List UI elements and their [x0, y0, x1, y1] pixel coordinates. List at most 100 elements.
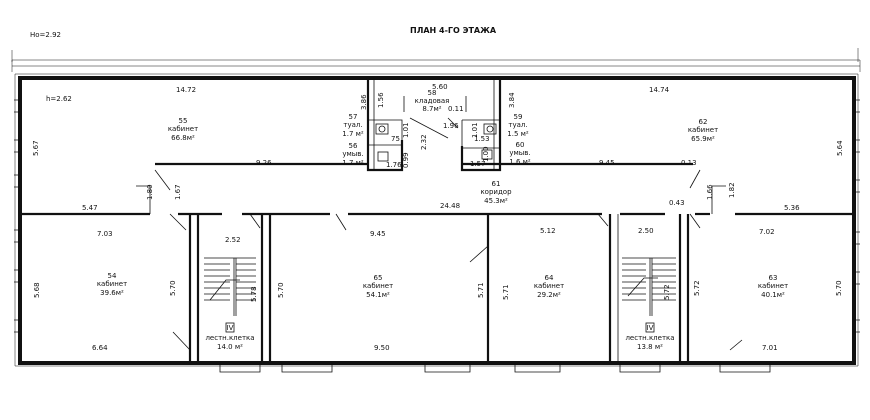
dim: 5.70 — [277, 282, 285, 298]
dim: 5.60 — [432, 83, 448, 91]
upper-walls — [155, 78, 693, 172]
room-area: 65.9м² — [691, 135, 715, 143]
room-number: 55 — [179, 117, 188, 125]
dim: 1.80 — [146, 184, 154, 200]
room-area: 54.1м² — [366, 291, 390, 299]
dim: 1.96 — [443, 122, 459, 130]
dim: 24.48 — [440, 202, 460, 210]
room-62: 62 кабинет 65.9м² — [688, 118, 718, 143]
dim: 9.50 — [374, 344, 390, 352]
dim: 1.76 — [386, 161, 402, 169]
room-area: 39.6м² — [100, 289, 124, 297]
stair-right — [622, 257, 676, 316]
room-name: умыв. — [342, 150, 363, 158]
room-57: 57 туал. 1.7 м² — [342, 113, 364, 138]
room-number: 64 — [545, 274, 554, 282]
dim: 6.64 — [92, 344, 108, 352]
dim: 9.26 — [256, 159, 272, 167]
room-number: 58 — [428, 89, 437, 97]
room-name: кабинет — [688, 126, 718, 134]
stair-area: 13.8 м² — [637, 343, 663, 351]
dim: 5.72 — [663, 284, 671, 300]
plan-title: ПЛАН 4-ГО ЭТАЖА — [410, 26, 497, 35]
room-area: 1.7 м² — [342, 130, 364, 138]
dim: 5.36 — [784, 204, 800, 212]
room-area: 45.3м² — [484, 197, 508, 205]
room-number: 65 — [374, 274, 383, 282]
room-number: 61 — [492, 180, 501, 188]
dim: 3.84 — [508, 92, 516, 108]
room-number: 54 — [108, 272, 117, 280]
room-54: 54 кабинет 39.6м² — [97, 272, 127, 297]
dim: 5.71 — [502, 284, 510, 300]
dim: 75 — [391, 135, 400, 143]
room-60: 60 умыв. 1.6 м² — [509, 141, 531, 166]
dim: 0.99 — [402, 152, 410, 168]
room-63: 63 кабинет 40.1м² — [758, 274, 788, 299]
room-name: коридор — [480, 188, 512, 196]
dim: 9.45 — [370, 230, 386, 238]
stair-name: лестн.клетка — [205, 334, 254, 342]
dim: 2.52 — [225, 236, 241, 244]
level-mark: Нo=2.92 — [30, 31, 61, 39]
roof-outline — [11, 48, 861, 72]
dim: 5.72 — [693, 280, 701, 296]
room-name: кабинет — [168, 125, 198, 133]
room-name: кладовая — [415, 97, 450, 105]
stair-number: IV — [647, 324, 654, 332]
room-number: 62 — [699, 118, 708, 126]
dim: 5.12 — [540, 227, 556, 235]
dim: 5.68 — [33, 282, 41, 298]
dim: 1.66 — [706, 184, 714, 200]
room-area: 8.7м² — [422, 105, 441, 113]
room-number: 56 — [349, 142, 358, 150]
room-area: 40.1м² — [761, 291, 785, 299]
corridor-walls — [20, 169, 854, 363]
room-59: 59 туал. 1.5 м² — [507, 113, 529, 138]
room-number: 57 — [349, 113, 358, 121]
door-swings — [169, 213, 743, 351]
room-number: 63 — [769, 274, 778, 282]
dim: 2.32 — [420, 134, 428, 150]
dim: 7.02 — [759, 228, 775, 236]
room-name: кабинет — [758, 282, 788, 290]
stair-number: IV — [227, 324, 234, 332]
room-area: 1.6 м² — [509, 158, 531, 166]
dim: 5.70 — [835, 280, 843, 296]
dim: 5.71 — [477, 282, 485, 298]
room-name: туал. — [508, 121, 527, 129]
dim: 5.64 — [836, 140, 844, 156]
dim: 1.01 — [402, 122, 410, 138]
room-area: 66.8м² — [171, 134, 195, 142]
dim: 14.74 — [649, 86, 670, 94]
room-name: кабинет — [97, 280, 127, 288]
room-area: 29.2м² — [537, 291, 561, 299]
room-number: 59 — [514, 113, 523, 121]
room-name: кабинет — [534, 282, 564, 290]
room-55: 55 кабинет 66.8м² — [168, 117, 198, 142]
dim: 1.56 — [377, 92, 385, 108]
dim: 5.78 — [250, 286, 258, 302]
room-56: 56 умыв. 1.7 м² — [342, 142, 364, 167]
dimensions: 14.72 5.60 14.74 1.56 3.86 3.84 0.11 1.9… — [32, 83, 844, 352]
stair-name: лестн.клетка — [625, 334, 674, 342]
dim: 3.86 — [360, 94, 368, 110]
room-65: 65 кабинет 54.1м² — [363, 274, 393, 299]
outer-walls — [14, 73, 860, 373]
dim: 5.47 — [82, 204, 98, 212]
dim: 1.00 — [482, 146, 490, 162]
dim: 9.45 — [599, 159, 615, 167]
room-name: умыв. — [509, 149, 530, 157]
dim: 1.82 — [728, 182, 736, 198]
height-mark: h=2.62 — [46, 95, 72, 103]
room-61: 61 коридор 45.3м² — [480, 180, 512, 205]
dim: 14.72 — [176, 86, 196, 94]
dim: 7.03 — [97, 230, 113, 238]
dim: 0.13 — [681, 159, 697, 167]
stair-left — [204, 257, 256, 316]
dim: 7.01 — [762, 344, 778, 352]
room-area: 1.5 м² — [507, 130, 529, 138]
room-64: 64 кабинет 29.2м² — [534, 274, 564, 299]
dim: 2.50 — [638, 227, 654, 235]
